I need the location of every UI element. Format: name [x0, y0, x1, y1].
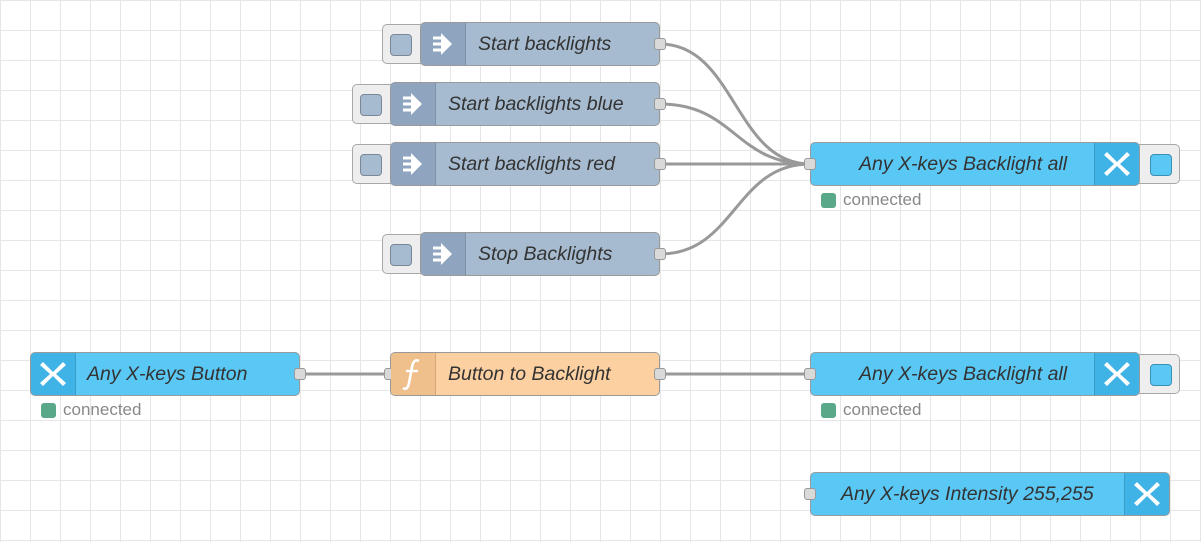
- wire-stop-to-backlight[interactable]: [659, 162, 811, 256]
- inject-node-stop-backlights[interactable]: Stop Backlights: [420, 232, 666, 276]
- output-port[interactable]: [654, 98, 666, 110]
- xkeys-icon: [31, 353, 76, 395]
- wire-blue-to-backlight[interactable]: [659, 102, 811, 166]
- output-port[interactable]: [654, 38, 666, 50]
- node-label: Any X-keys Button: [87, 363, 248, 385]
- status-dot: [821, 402, 836, 418]
- output-port[interactable]: [654, 158, 666, 170]
- xkeys-intensity-node[interactable]: Any X-keys Intensity 255,255: [804, 472, 1170, 516]
- xkeys-icon: [1094, 353, 1139, 395]
- node-label: Any X-keys Backlight all: [859, 153, 1068, 175]
- node-label: Any X-keys Backlight all: [859, 363, 1068, 385]
- inject-button-square: [390, 34, 412, 56]
- xkeys-icon: [1124, 473, 1169, 515]
- output-port[interactable]: [294, 368, 306, 380]
- arrow-right-icon: [391, 143, 436, 185]
- inject-button-square: [360, 154, 382, 176]
- arrow-right-icon: [391, 83, 436, 125]
- node-label: Stop Backlights: [478, 243, 613, 265]
- node-label: Start backlights blue: [448, 93, 624, 115]
- function-icon: [391, 353, 436, 395]
- node-label: Start backlights red: [448, 153, 615, 175]
- input-port[interactable]: [804, 158, 816, 170]
- wire-start-to-backlight[interactable]: [659, 42, 811, 166]
- output-port[interactable]: [654, 368, 666, 380]
- inject-node-start-backlights[interactable]: Start backlights: [420, 22, 666, 66]
- arrow-right-icon: [421, 23, 466, 65]
- status-dot: [41, 402, 56, 418]
- status-dot: [821, 192, 836, 208]
- backlight-toggle-square: [1150, 154, 1172, 176]
- xkeys-button-node[interactable]: Any X-keys Button: [30, 352, 306, 396]
- input-port[interactable]: [804, 368, 816, 380]
- output-port[interactable]: [654, 248, 666, 260]
- backlight-toggle-square: [1150, 364, 1172, 386]
- input-port[interactable]: [804, 488, 816, 500]
- status-connected-backlight-top: connected: [821, 190, 922, 209]
- xkeys-backlight-node-bottom[interactable]: Any X-keys Backlight all: [804, 352, 1140, 396]
- node-label: Start backlights: [478, 33, 612, 55]
- backlight-toggle-button-top[interactable]: [1128, 144, 1180, 184]
- node-label: Button to Backlight: [448, 363, 611, 385]
- xkeys-backlight-node-top[interactable]: Any X-keys Backlight all: [804, 142, 1140, 186]
- inject-button-square: [360, 94, 382, 116]
- inject-node-start-backlights-red[interactable]: Start backlights red: [390, 142, 666, 186]
- inject-node-start-backlights-blue[interactable]: Start backlights blue: [390, 82, 666, 126]
- node-label: Any X-keys Intensity 255,255: [841, 483, 1094, 505]
- status-text: connected: [63, 400, 142, 419]
- status-text: connected: [843, 400, 922, 419]
- status-connected-backlight-bottom: connected: [821, 400, 922, 419]
- xkeys-icon: [1094, 143, 1139, 185]
- arrow-right-icon: [421, 233, 466, 275]
- inject-button-square: [390, 244, 412, 266]
- status-connected-button: connected: [41, 400, 142, 419]
- status-text: connected: [843, 190, 922, 209]
- function-node-button-to-backlight[interactable]: Button to Backlight: [384, 352, 666, 396]
